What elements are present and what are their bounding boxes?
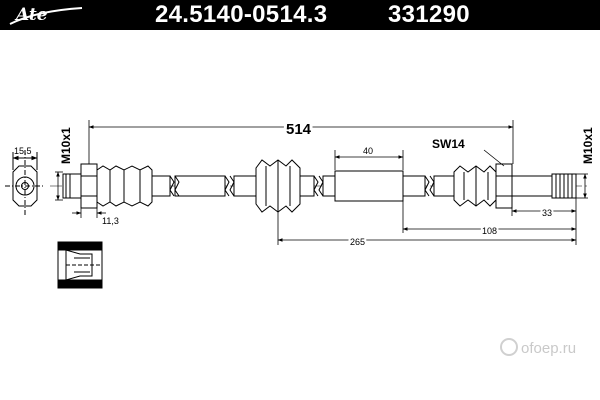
section-view — [57, 241, 103, 289]
label-end-diameter: 15,5 — [14, 146, 32, 156]
left-fitting — [62, 163, 153, 209]
label-thread-right: M10x1 — [581, 127, 595, 164]
label-to-fitting: 108 — [482, 226, 497, 236]
logo-swoosh-icon — [9, 7, 83, 25]
middle-bracket — [255, 159, 315, 213]
end-view-hex — [12, 165, 38, 207]
label-thread-left: M10x1 — [59, 127, 73, 164]
part-number: 24.5140-0514.3 — [155, 1, 328, 28]
leader-wrench-size — [483, 149, 505, 167]
label-to-sleeve: 265 — [350, 237, 365, 247]
label-sleeve-length: 40 — [363, 146, 373, 156]
technical-drawing: 15,5 — [5, 118, 595, 289]
watermark-text: ofoep.ru — [521, 340, 577, 357]
hose-sleeve — [313, 170, 455, 202]
ate-logo: Ate — [6, 2, 86, 28]
watermark: ofoep.ru — [500, 338, 576, 357]
logo-text: Ate — [16, 5, 48, 25]
label-wrench-size: SW14 — [432, 137, 465, 151]
label-overall-length: 514 — [286, 121, 312, 138]
header-band — [0, 0, 600, 30]
reference-number: 331290 — [388, 1, 470, 28]
watermark-logo-icon — [500, 338, 518, 356]
hose-segment — [151, 175, 257, 197]
label-fitting-length: 11,3 — [102, 216, 119, 226]
right-fitting — [453, 163, 577, 209]
label-thread-end: 33 — [542, 208, 552, 218]
end-view — [5, 150, 45, 215]
header-bar: Ate 24.5140-0514.3 331290 — [0, 0, 600, 30]
